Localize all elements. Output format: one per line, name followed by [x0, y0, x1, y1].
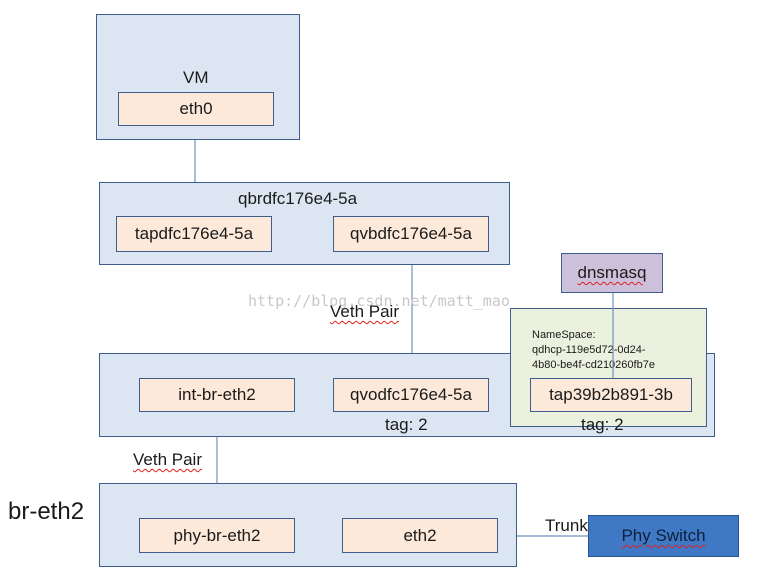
vm-eth0-port: eth0 [118, 92, 274, 126]
int-br-eth2-port: int-br-eth2 [139, 378, 295, 412]
phy-switch-label: Phy Switch [621, 526, 706, 545]
phy-br-eth2-port: phy-br-eth2 [139, 518, 295, 553]
dnsmasq-box: dnsmasq [561, 253, 663, 293]
namespace-line-1: NameSpace: [532, 329, 596, 341]
br-eth2-title: br-eth2 [8, 498, 85, 525]
watermark: http://blog.csdn.net/matt_mao [248, 292, 510, 310]
eth2-port: eth2 [342, 518, 498, 553]
namespace-text: NameSpace: qdhcp-119e5d72-0d24- 4b80-be4… [532, 328, 655, 373]
namespace-line-3: 4b80-be4f-cd210260fb7e [532, 359, 655, 371]
namespace-line-2: qdhcp-119e5d72-0d24- [532, 344, 646, 356]
vm-title: VM [183, 68, 209, 87]
qvo-port: qvodfc176e4-5a [333, 378, 489, 412]
veth-pair-label-bottom: Veth Pair [133, 450, 202, 469]
qbr-bridge-title: qbrdfc176e4-5a [238, 189, 358, 208]
dhcp-tap-port: tap39b2b891-3b [530, 378, 692, 412]
qvb-port: qvbdfc176e4-5a [333, 216, 489, 252]
phy-switch-box: Phy Switch [588, 515, 739, 557]
qvo-tag-label: tag: 2 [385, 415, 428, 434]
tap-port: tapdfc176e4-5a [116, 216, 272, 252]
dnsmasq-label: dnsmasq [577, 263, 647, 282]
trunk-label: Trunk [545, 516, 588, 535]
veth-pair-label-top: Veth Pair [330, 302, 399, 321]
namespace-tag-label: tag: 2 [581, 415, 624, 434]
